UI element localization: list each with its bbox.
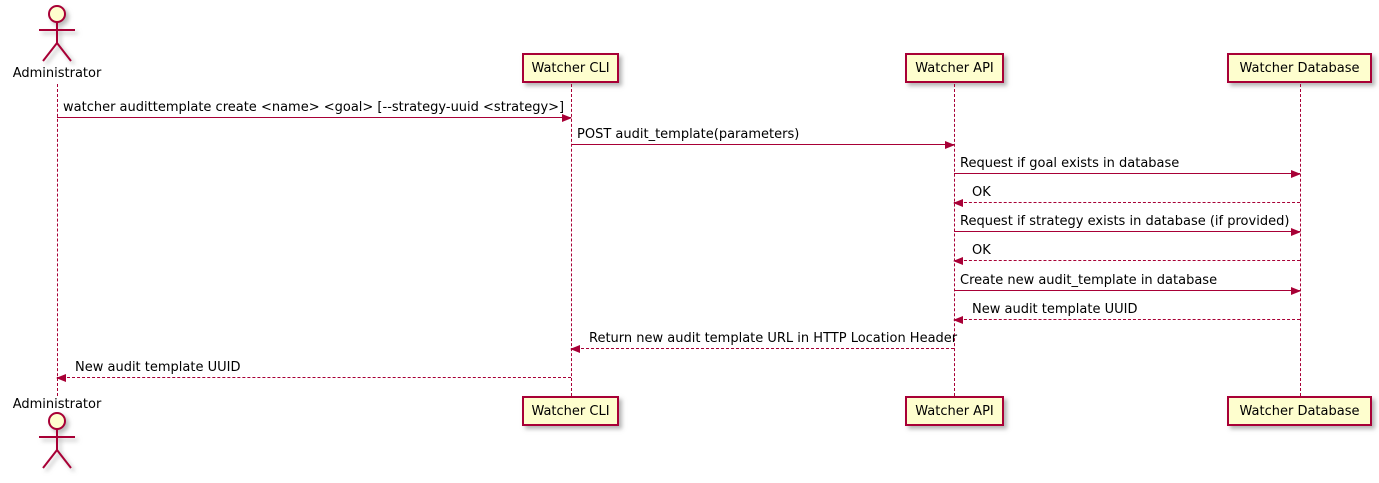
arrowhead-right-icon <box>1291 287 1301 295</box>
message-label: OK <box>972 243 991 258</box>
message-line <box>954 231 1300 232</box>
arrowhead-left-icon <box>953 199 963 207</box>
actor-label-top: Administrator <box>12 66 102 81</box>
message-line <box>954 173 1300 174</box>
arrowhead-left-icon <box>953 316 963 324</box>
message-request-goal-exists: Request if goal exists in database <box>954 154 1301 178</box>
message-request-strategy-exists: Request if strategy exists in database (… <box>954 212 1301 236</box>
participant-watcher-cli-top: Watcher CLI <box>522 53 619 83</box>
arrowhead-right-icon <box>562 114 572 122</box>
message-line <box>954 290 1300 291</box>
message-label: New audit template UUID <box>972 302 1138 317</box>
actor-administrator-icon <box>39 5 75 62</box>
participant-watcher-api-bottom: Watcher API <box>905 396 1004 426</box>
arrowhead-right-icon <box>1291 228 1301 236</box>
message-line <box>954 319 1300 320</box>
message-new-audit-template-uuid-admin: New audit template UUID <box>56 358 571 382</box>
message-create-audit-template-db: Create new audit_template in database <box>954 271 1301 295</box>
message-create-audittemplate: watcher audittemplate create <name> <goa… <box>57 98 572 122</box>
lifeline-watcher-database <box>1300 84 1301 396</box>
message-line <box>571 348 954 349</box>
message-label: New audit template UUID <box>75 360 241 375</box>
message-label: Request if strategy exists in database (… <box>960 214 1290 229</box>
message-new-audit-template-uuid-db: New audit template UUID <box>953 300 1300 324</box>
arrowhead-right-icon <box>1291 170 1301 178</box>
arrowhead-left-icon <box>953 257 963 265</box>
message-post-audit-template: POST audit_template(parameters) <box>571 125 955 149</box>
message-line <box>571 144 954 145</box>
arrowhead-left-icon <box>570 345 580 353</box>
actor-label-bottom: Administrator <box>12 397 102 412</box>
message-label: Return new audit template URL in HTTP Lo… <box>589 331 958 346</box>
message-return-url-location-header: Return new audit template URL in HTTP Lo… <box>570 329 958 353</box>
message-label: Request if goal exists in database <box>960 156 1180 171</box>
participant-watcher-database-bottom: Watcher Database <box>1227 396 1372 426</box>
message-ok-goal: OK <box>953 183 1300 207</box>
participant-watcher-api-top: Watcher API <box>905 53 1004 83</box>
message-label: OK <box>972 185 991 200</box>
lifeline-administrator <box>57 84 58 396</box>
lifeline-watcher-api <box>954 84 955 396</box>
lifeline-watcher-cli <box>571 84 572 396</box>
arrowhead-right-icon <box>945 141 955 149</box>
message-line <box>57 117 571 118</box>
message-label: Create new audit_template in database <box>960 273 1218 288</box>
message-line <box>57 377 571 378</box>
participant-watcher-database-top: Watcher Database <box>1227 53 1372 83</box>
message-line <box>954 260 1300 261</box>
message-ok-strategy: OK <box>953 241 1300 265</box>
arrowhead-left-icon <box>56 374 66 382</box>
message-label: POST audit_template(parameters) <box>577 127 800 142</box>
message-line <box>954 202 1300 203</box>
participant-watcher-cli-bottom: Watcher CLI <box>522 396 619 426</box>
message-label: watcher audittemplate create <name> <goa… <box>63 100 565 115</box>
actor-administrator-icon <box>39 412 75 469</box>
